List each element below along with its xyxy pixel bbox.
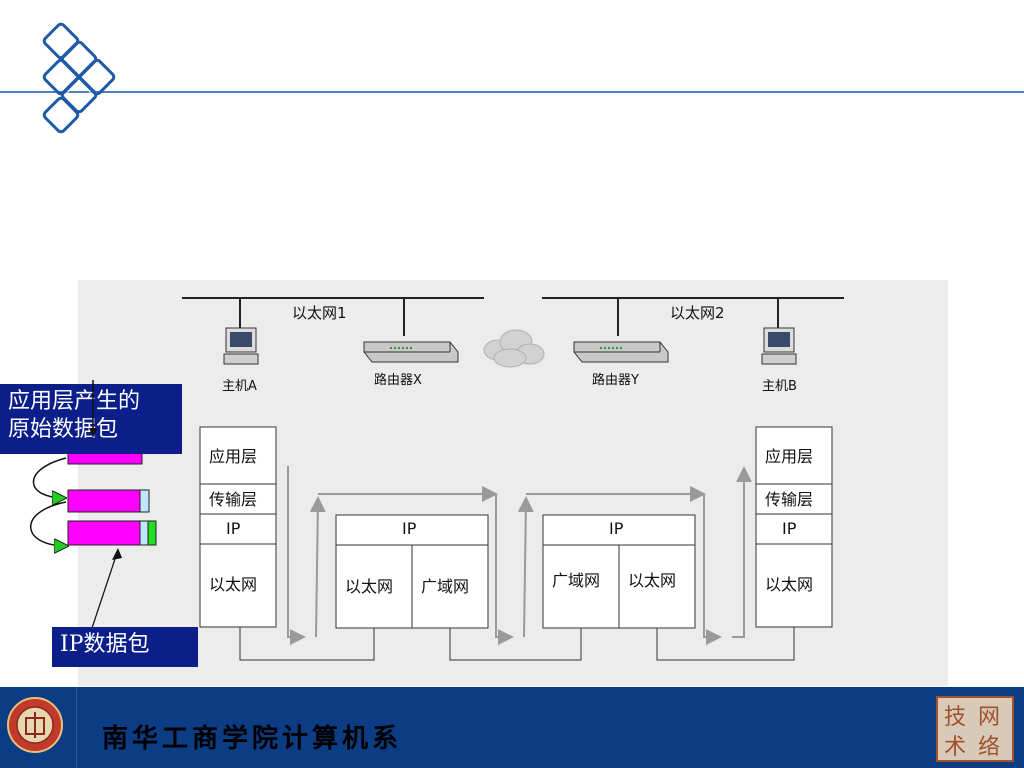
app-packet-callout: 应用层产生的 原始数据包 [0, 384, 182, 454]
router-x-wan-layer: 广域网 [421, 577, 469, 596]
router-y-wan-layer: 广域网 [552, 571, 600, 590]
ip-packet [67, 520, 143, 546]
host-a-app-layer: 应用层 [209, 447, 257, 466]
router-x-label: 路由器X [374, 372, 422, 388]
wan-cloud-icon [483, 329, 545, 368]
ip-transport-header [139, 520, 149, 546]
stamp-char-4: 络 [978, 735, 1000, 760]
app-pointer-arrow-icon [89, 380, 97, 438]
ethernet1-label: 以太网1 [292, 304, 347, 322]
router-x-ip-layer: IP [402, 519, 417, 538]
host-b-transport-layer: 传输层 [765, 490, 813, 509]
router-x-ethernet-layer: 以太网 [345, 577, 393, 596]
host-a-ip-layer: IP [226, 519, 241, 538]
network-tech-stamp-icon: 技 网 术 络 [936, 696, 1014, 762]
stamp-char-2: 网 [978, 705, 1000, 730]
host-b-app-layer: 应用层 [765, 447, 813, 466]
network-diagram: 以太网1 以太网2 主机A 主机B 路由器X 路由器Y [182, 297, 844, 661]
host-b-computer-icon [761, 327, 797, 365]
callout-line-1: 应用层产生的 [8, 389, 141, 414]
encapsulation-arrow-1 [32, 457, 66, 498]
host-b-label: 主机B [762, 379, 797, 394]
host-a-transport-layer: 传输层 [209, 490, 257, 509]
footer-title: 南华工商学院计算机系 [102, 724, 403, 754]
router-y-label: 路由器Y [592, 372, 639, 388]
router-y-ethernet-layer: 以太网 [628, 571, 676, 590]
host-a-ethernet-layer: 以太网 [209, 575, 257, 594]
callout-line-2: 原始数据包 [8, 417, 119, 442]
host-b-ethernet-layer: 以太网 [765, 575, 813, 594]
diamond-logo-icon [42, 22, 116, 134]
router-y-icon [573, 341, 669, 363]
transport-packet [67, 489, 143, 513]
host-a-stack [199, 426, 277, 628]
host-a-computer-icon [223, 327, 259, 365]
data-path-arrows [287, 466, 752, 645]
ip-header [147, 520, 157, 546]
host-b-ip-layer: IP [782, 519, 797, 538]
ip-packet-callout: IP数据包 [52, 627, 198, 667]
encapsulation-arrow-2 [30, 501, 66, 546]
header-rule [0, 91, 1024, 93]
transport-header [139, 489, 150, 513]
host-a-label: 主机A [222, 379, 257, 394]
ethernet2-label: 以太网2 [670, 304, 725, 322]
packet-encapsulation [30, 449, 157, 629]
footer-bar [0, 687, 1024, 768]
ip-pointer-line [91, 549, 119, 629]
router-y-stack [542, 514, 696, 629]
college-seal-icon [7, 697, 63, 753]
stamp-char-1: 技 [944, 705, 966, 730]
host-b-stack [755, 426, 833, 628]
router-x-icon [363, 341, 459, 363]
footer-divider [76, 687, 77, 768]
router-y-ip-layer: IP [609, 519, 624, 538]
physical-links [239, 627, 795, 661]
stamp-char-3: 术 [944, 735, 966, 760]
